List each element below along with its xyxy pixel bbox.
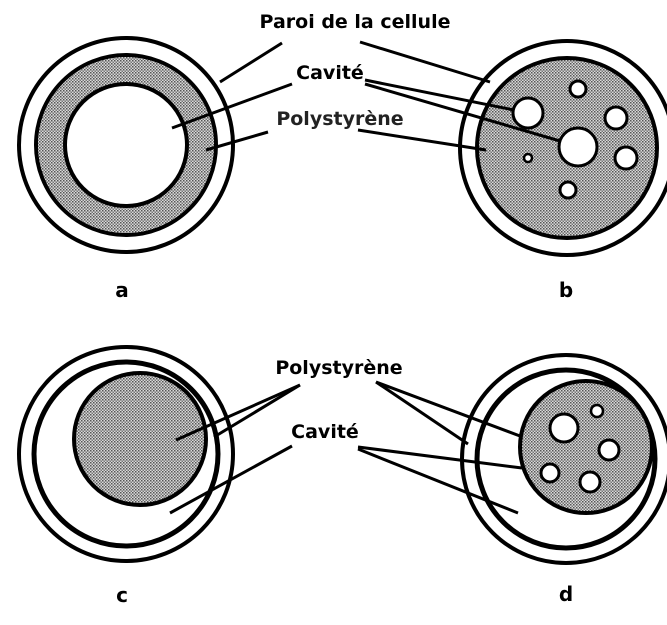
panel-label-c: c bbox=[116, 583, 128, 607]
polystyrene-bead bbox=[74, 373, 206, 505]
cavity bbox=[615, 147, 637, 169]
label-cavity-top: Cavité bbox=[296, 62, 364, 84]
label-cell-wall: Paroi de la cellule bbox=[260, 11, 451, 33]
cavity bbox=[560, 182, 576, 198]
cavity bbox=[513, 98, 543, 128]
cavity bbox=[524, 154, 532, 162]
panel-label-a: a bbox=[115, 278, 129, 302]
cavity bbox=[559, 128, 597, 166]
panel-label-d: d bbox=[559, 582, 573, 606]
cavity bbox=[591, 405, 603, 417]
cell-a bbox=[19, 38, 233, 252]
cell-c bbox=[19, 347, 233, 561]
polystyrene-bead bbox=[520, 381, 652, 513]
cavity bbox=[541, 464, 559, 482]
cavity bbox=[570, 81, 586, 97]
panel-label-b: b bbox=[559, 278, 573, 302]
cavity bbox=[65, 84, 187, 206]
cell-d bbox=[462, 355, 667, 563]
label-polystyrene-bottom: Polystyrène bbox=[275, 357, 402, 379]
cell-b bbox=[460, 41, 667, 255]
label-polystyrene-top: Polystyrène bbox=[276, 108, 403, 130]
cavity bbox=[550, 414, 578, 442]
cavity bbox=[580, 472, 600, 492]
label-cavity-bottom: Cavité bbox=[291, 421, 359, 443]
cavity bbox=[599, 440, 619, 460]
cavity bbox=[605, 107, 627, 129]
